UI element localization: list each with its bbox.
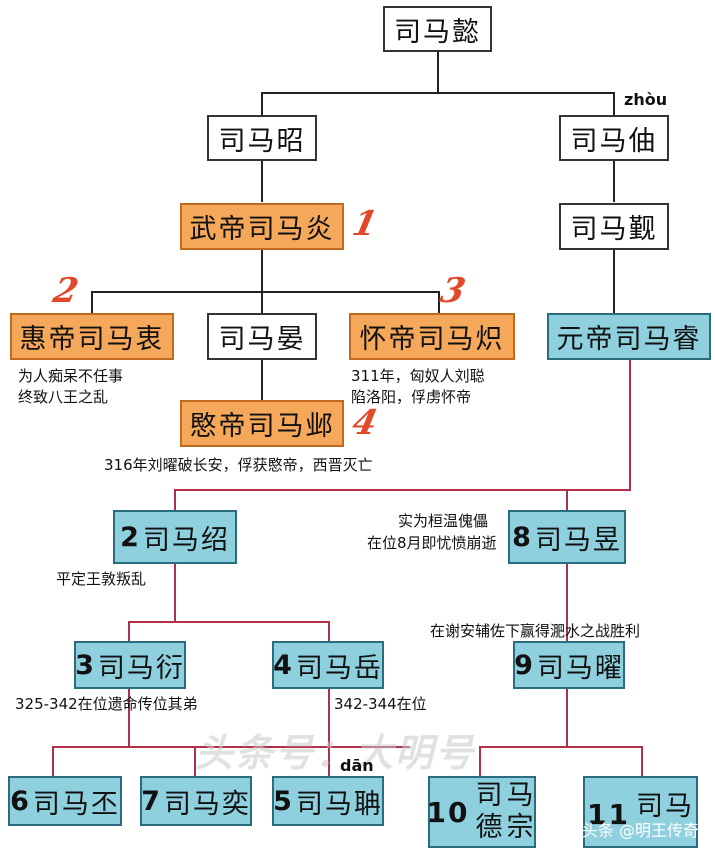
line-zhou-jin — [613, 160, 615, 202]
line-to-huidi — [91, 291, 93, 313]
line-ej-horizontal — [174, 489, 631, 491]
n8-name: 司马昱 — [534, 524, 622, 556]
n7-num: 7 — [141, 785, 162, 817]
node-yuan-di: 元帝司马睿 — [547, 313, 711, 360]
n4-num: 4 — [273, 649, 294, 681]
line-to-n6 — [52, 746, 54, 776]
node-sima-zhou: 司马伷 — [559, 115, 669, 161]
n6-name: 司马丕 — [32, 788, 120, 820]
line-to-n2 — [174, 489, 176, 511]
note-hui-line2: 终致八王之乱 — [18, 388, 109, 406]
note-min-di: 316年刘曜破长安，俘获愍帝，西晋灭亡 — [104, 456, 373, 474]
note-huai-line2: 陷洛阳，俘虏怀帝 — [351, 388, 472, 406]
note-n8-line2: 在位8月即忧愤崩逝 — [367, 534, 497, 552]
line-gen4-horizontal — [91, 291, 440, 293]
n8-num: 8 — [512, 521, 533, 553]
line-wudi-down — [261, 249, 263, 291]
line-yi-down — [437, 52, 439, 92]
n10-name-bottom: 德宗 — [475, 812, 538, 843]
n9-num: 9 — [514, 649, 535, 681]
line-to-huaidi — [438, 291, 440, 313]
n5-num: 5 — [273, 785, 294, 817]
line-n2-down — [174, 563, 176, 623]
n5-name: 司马聃 — [295, 788, 383, 820]
line-gen-n10n11 — [479, 746, 643, 748]
n9-name: 司马曜 — [536, 652, 624, 684]
note-hui-line1: 为人痴呆不任事 — [18, 367, 124, 385]
note-n9: 在谢安辅佐下赢得淝水之战胜利 — [430, 622, 641, 640]
line-to-n11 — [641, 746, 643, 776]
node-wu-di: 武帝司马炎 — [180, 203, 344, 250]
line-gen-n3n4 — [128, 621, 330, 623]
badge-4: 4 — [348, 403, 381, 443]
line-to-n8 — [566, 489, 568, 511]
pinyin-zhou: zhòu — [624, 90, 668, 109]
note-huai-line1: 311年，匈奴人刘聪 — [351, 367, 485, 385]
note-n4: 342-344在位 — [334, 695, 427, 713]
line-n8-n9 — [566, 563, 568, 641]
n6-num: 6 — [10, 785, 31, 817]
line-yuandi-down — [629, 358, 631, 491]
line-n3-down — [128, 688, 130, 748]
node-sima-zhao: 司马昭 — [207, 115, 317, 161]
note-n8-line1: 实为桓温傀儡 — [398, 512, 489, 530]
badge-3: 3 — [436, 271, 469, 311]
n3-num: 3 — [75, 649, 96, 681]
n7-name: 司马奕 — [163, 788, 251, 820]
node-sima-yi: 司马懿 — [383, 6, 492, 52]
line-to-zhou — [613, 92, 615, 115]
line-to-zhao — [261, 92, 263, 115]
line-to-n3 — [128, 621, 130, 641]
node-hui-di: 惠帝司马衷 — [10, 313, 174, 360]
line-gen2-horizontal — [261, 92, 615, 94]
n10-num: 10 — [426, 795, 470, 829]
badge-1: 1 — [348, 204, 381, 244]
line-gen-n6n7n5 — [52, 746, 410, 748]
badge-2: 2 — [49, 271, 82, 311]
n11-name-top: 司马 — [635, 791, 694, 822]
n10-name-top: 司马 — [475, 780, 538, 811]
node-n10-sima-dezong: 10 司马 德宗 — [426, 776, 537, 848]
node-n11-sima: 11 司马 — [583, 776, 698, 848]
n3-name: 司马衍 — [97, 652, 185, 684]
line-n9-down — [566, 688, 568, 748]
n10-name: 司马 德宗 — [475, 780, 537, 844]
line-to-n7 — [194, 746, 196, 776]
line-n4-down — [328, 688, 330, 776]
line-zhao-wudi — [261, 160, 263, 202]
line-to-n4 — [328, 621, 330, 641]
note-n2: 平定王敦叛乱 — [56, 570, 147, 588]
node-min-di: 愍帝司马邺 — [180, 400, 344, 447]
watermark-center: 头条号：大明号 — [195, 731, 476, 775]
line-to-yan2 — [261, 291, 263, 313]
n2-name: 司马绍 — [142, 524, 230, 556]
line-jin-yuandi — [613, 249, 615, 315]
n4-name: 司马岳 — [295, 652, 383, 684]
line-yan2-mindi — [261, 359, 263, 400]
pinyin-dan: dān — [340, 756, 374, 775]
n11-num: 11 — [587, 798, 630, 831]
node-huai-di: 怀帝司马炽 — [349, 313, 515, 360]
line-to-n10 — [479, 746, 481, 776]
node-sima-yan2: 司马晏 — [207, 313, 317, 360]
watermark-corner: 头条 @明王传奇 — [581, 821, 699, 840]
n2-num: 2 — [120, 521, 141, 553]
note-n3: 325-342在位遗命传位其弟 — [15, 695, 198, 713]
node-sima-jin: 司马觐 — [559, 203, 669, 250]
